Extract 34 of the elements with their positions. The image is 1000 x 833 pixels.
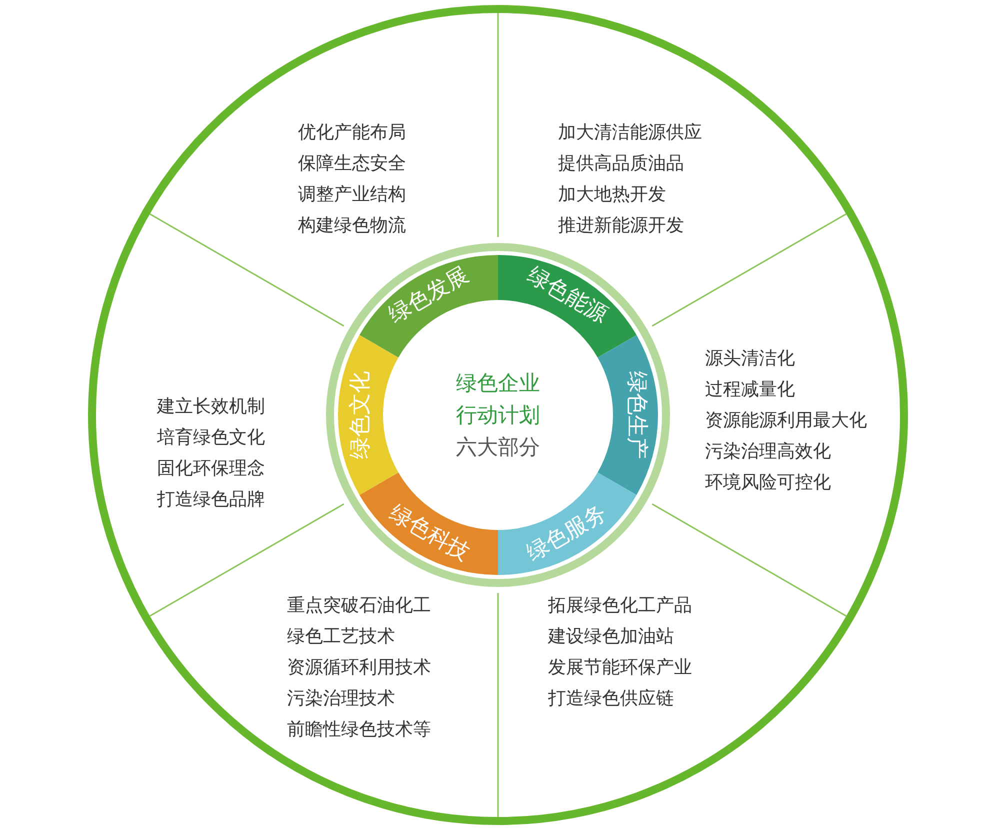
list-item: 建立长效机制	[157, 395, 265, 419]
list-item: 调整产业结构	[298, 183, 406, 207]
list-item: 过程减量化	[705, 378, 796, 402]
center-title: 绿色企业行动计划	[454, 370, 541, 429]
list-item: 绿色工艺技术	[287, 625, 396, 649]
list-item: 重点突破石油化工	[287, 594, 431, 618]
list-item: 打造绿色品牌	[157, 488, 265, 512]
list-item: 构建绿色物流	[298, 214, 406, 238]
list-item: 源头清洁化	[705, 347, 796, 371]
list-item: 固化环保理念	[157, 457, 265, 481]
list-item: 资源能源利用最大化	[705, 409, 867, 433]
list-item: 加大清洁能源供应	[558, 121, 702, 145]
list-item: 建设绿色加油站	[548, 625, 675, 649]
list-item: 资源循环利用技术	[287, 656, 431, 680]
list-item: 拓展绿色化工产品	[548, 594, 692, 618]
segment-label: 绿色能源	[522, 262, 612, 330]
list-item: 污染治理技术	[287, 687, 396, 711]
list-item: 打造绿色供应链	[548, 687, 675, 711]
list-item: 环境风险可控化	[705, 471, 832, 495]
list-item: 推进新能源开发	[558, 214, 685, 238]
list-item: 加大地热开发	[558, 183, 667, 207]
list-item: 污染治理高效化	[705, 440, 832, 464]
list-item: 发展节能环保产业	[548, 656, 692, 680]
segment-label: 绿色科技	[384, 500, 474, 568]
segment-label: 绿色文化	[348, 371, 374, 459]
center-subtitle: 六大部分	[454, 434, 541, 461]
list-item: 保障生态安全	[298, 152, 406, 176]
segment-label: 绿色服务	[522, 500, 612, 568]
segment-label: 绿色发展	[384, 262, 474, 330]
list-item: 提供高品质油品	[558, 152, 685, 176]
list-item: 优化产能布局	[298, 121, 406, 145]
list-item: 培育绿色文化	[157, 426, 265, 450]
list-item: 前瞻性绿色技术等	[287, 718, 431, 742]
segment-label: 绿色生产	[622, 371, 648, 459]
